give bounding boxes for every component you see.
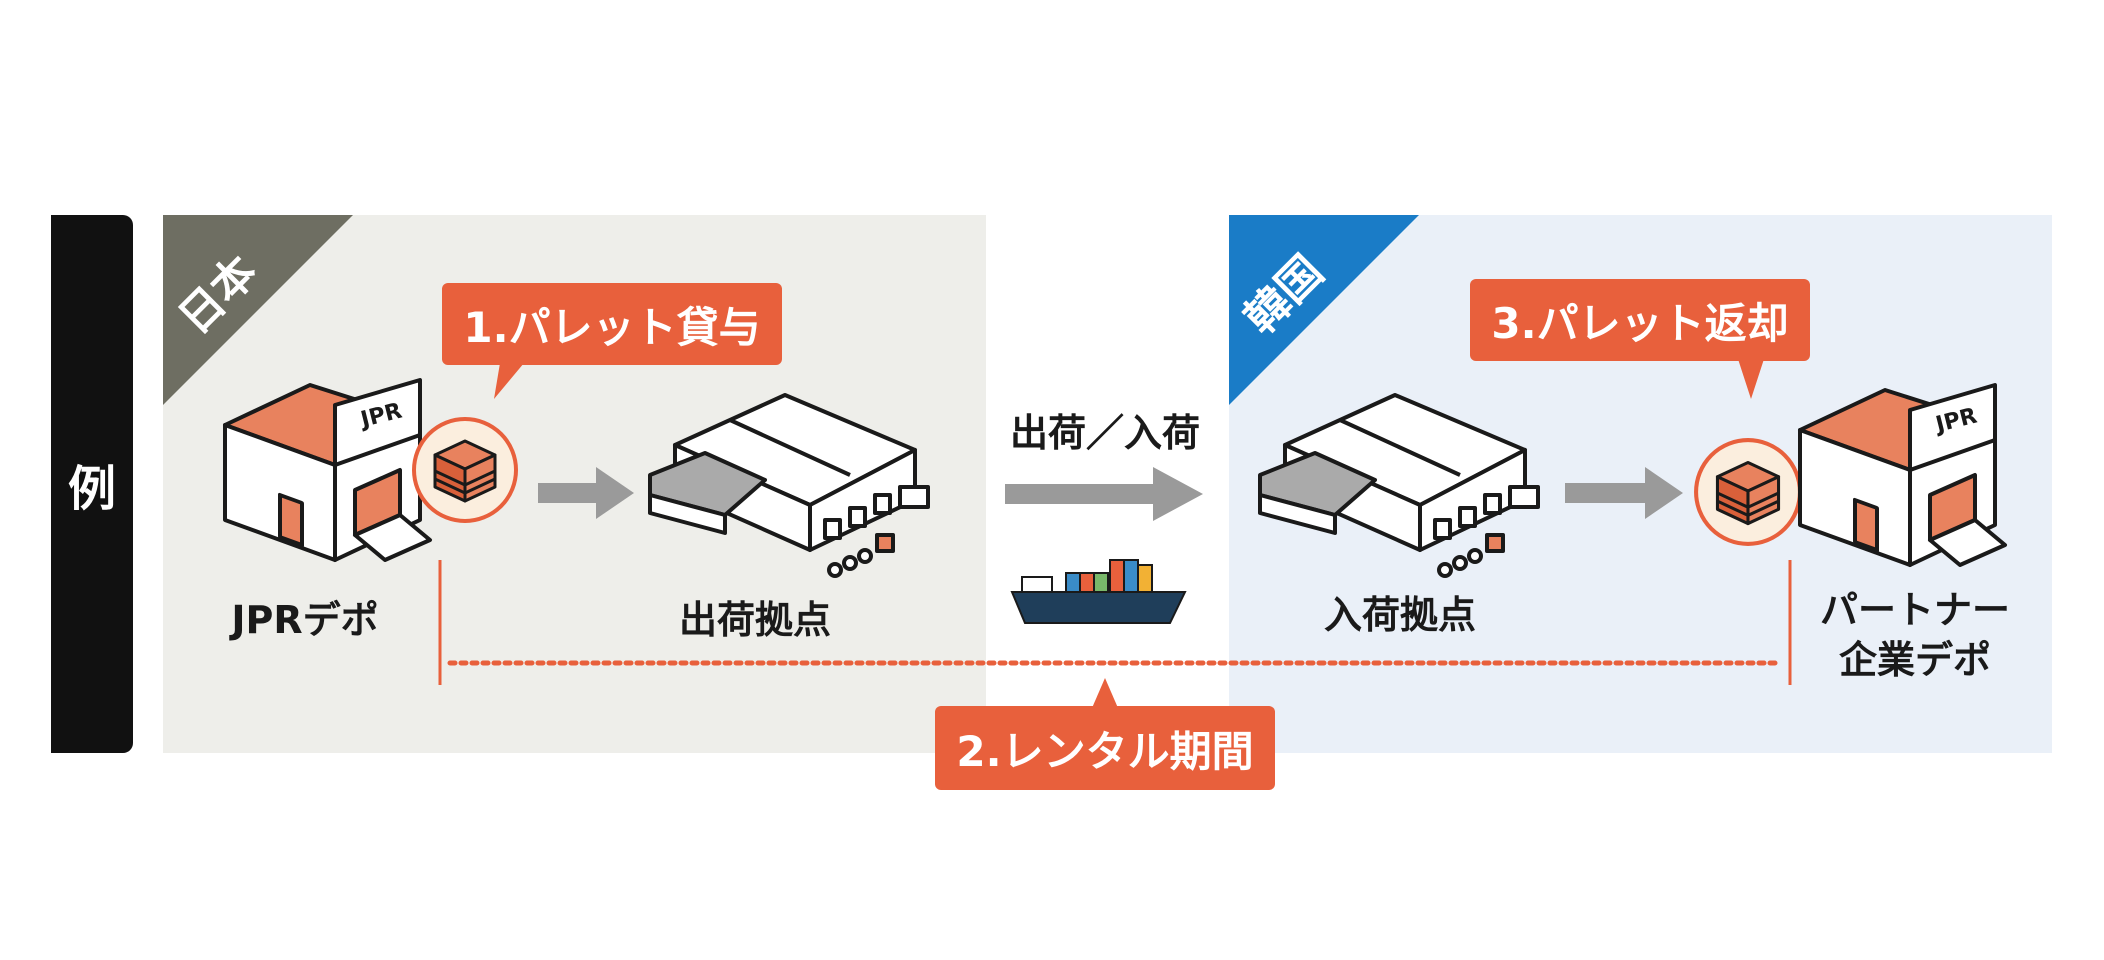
ship-base-label: 出荷拠点 — [678, 598, 831, 642]
rental-period-bracket — [438, 560, 1792, 685]
partner-depot-building-icon: JPR — [1798, 383, 2007, 567]
warehouse-icon-korea — [1258, 393, 1540, 578]
rental-callout-text: 2.レンタル期間 — [956, 726, 1254, 776]
partner-depot-label-line1: パートナー — [1819, 588, 2010, 632]
pallet-icon — [412, 417, 518, 523]
rental-callout: 2.レンタル期間 — [935, 678, 1275, 790]
warehouse-icon — [648, 393, 930, 578]
shipping-label: 出荷／入荷 — [1009, 411, 1200, 455]
shipping-arrow-icon — [1005, 467, 1203, 521]
side-label: 例 — [67, 461, 116, 517]
return-callout: 3.パレット返却 — [1470, 279, 1810, 399]
pallet-icon-korea — [1694, 438, 1802, 546]
japan-corner-flag — [163, 215, 353, 405]
lend-callout: 1.パレット貸与 — [442, 283, 782, 399]
example-side-tab: 例 — [51, 215, 133, 753]
lend-callout-text: 1.パレット貸与 — [463, 302, 761, 352]
jpr-depot-building-icon: JPR — [223, 378, 432, 562]
receive-base-label: 入荷拠点 — [1323, 593, 1476, 637]
korea-corner-flag — [1229, 215, 1419, 405]
container-ship-icon — [1010, 559, 1187, 624]
arrow-right-icon-korea — [1565, 467, 1683, 519]
jpr-depot-label: JPRデポ — [231, 598, 379, 642]
return-callout-text: 3.パレット返却 — [1491, 298, 1789, 348]
arrow-right-icon — [538, 467, 634, 519]
partner-depot-label-line2: 企業デポ — [1838, 638, 1991, 682]
